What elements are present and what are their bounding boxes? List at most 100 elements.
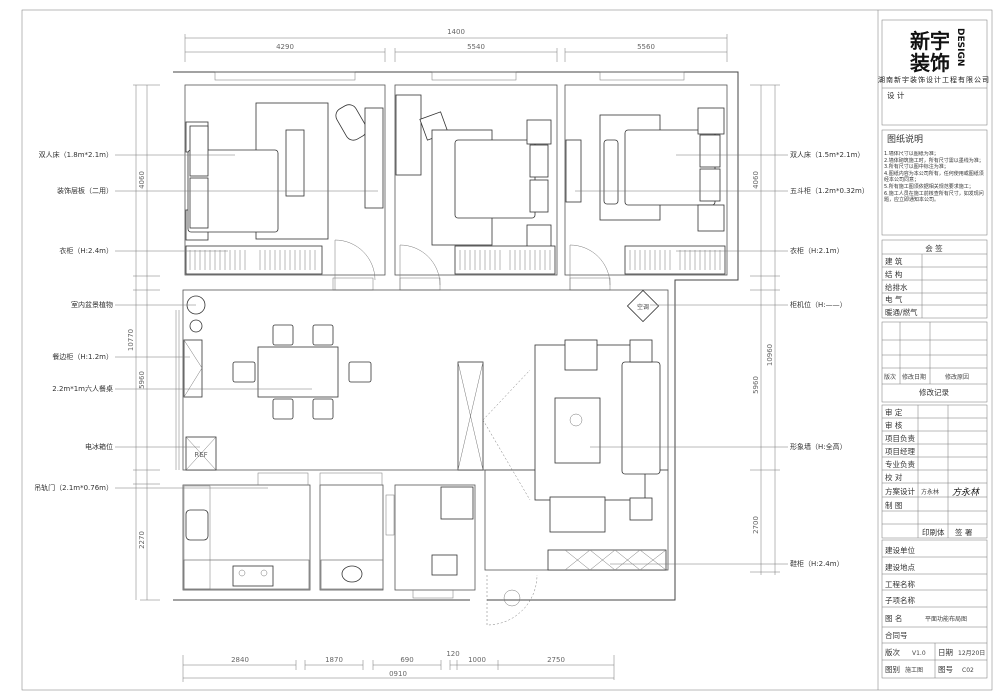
drawing-name: 平面功能布局图 — [925, 615, 967, 623]
revision-header: 修改原因 — [945, 373, 969, 381]
dim-left: 4060 — [138, 171, 146, 189]
labels-right: 双人床（1.5m*2.1m） 五斗柜（1.2m*0.32m） 衣柜（H:2.1m… — [575, 150, 869, 568]
date-value: 12月20日 — [958, 650, 985, 657]
note: 3.所有尺寸以图中标注为准； — [884, 164, 949, 171]
revision-title: 修改记录 — [919, 387, 949, 397]
drawing-name-label: 图 名 — [885, 613, 902, 623]
note: 1.墙体尺寸以图纸为准； — [884, 151, 939, 157]
chair — [232, 361, 256, 383]
bench — [603, 139, 619, 205]
bathroom — [319, 472, 384, 591]
note: 5.所有施工图须依据相关规范要求施工； — [884, 183, 974, 190]
project-row: 子项名称 — [885, 595, 915, 605]
dim-left: 10770 — [127, 329, 135, 351]
living-dining: REF 空调 — [175, 289, 669, 626]
svg-text:新宇: 新宇 — [910, 29, 950, 53]
revision-box — [881, 321, 988, 403]
project-box — [881, 539, 988, 679]
countersign-row: 结 构 — [885, 269, 903, 279]
side-table — [629, 339, 653, 363]
countersign-row: 电 气 — [885, 294, 903, 304]
chest-of-drawers — [565, 139, 582, 203]
double-bed — [454, 139, 536, 219]
bench — [285, 129, 305, 197]
notes-box — [881, 129, 988, 236]
countersign-row: 建 筑 — [885, 256, 903, 266]
pillow — [189, 125, 209, 177]
designer-signature: 方永林 — [952, 487, 980, 498]
version-value: V1.0 — [912, 650, 926, 657]
role-row: 项目负责 — [885, 433, 915, 443]
design-label: 设 计 — [887, 90, 905, 100]
window-3 — [599, 71, 685, 81]
dim-bottom: 2840 — [231, 656, 249, 664]
pillow — [699, 134, 721, 168]
desk — [395, 94, 422, 176]
project-row: 建设单位 — [885, 545, 915, 555]
decor-shelf — [364, 107, 384, 209]
window-2 — [431, 71, 517, 81]
nightstand — [697, 204, 725, 232]
countersign-box — [881, 239, 988, 319]
role-row: 审 核 — [885, 420, 903, 430]
revision-header: 版次 — [884, 373, 896, 381]
label-sideboard: 餐边柜（H:1.2m） — [52, 352, 113, 361]
contract-label: 合同号 — [885, 630, 908, 640]
label-decor-shelf: 装饰层板（二用） — [57, 186, 113, 195]
chair — [312, 398, 334, 420]
sheet-border — [21, 9, 993, 691]
bedroom-1 — [184, 84, 386, 291]
dim-right: 5960 — [752, 376, 760, 394]
sign-label: 签 署 — [955, 527, 973, 537]
dim-bottom-total: 0910 — [389, 670, 407, 678]
dim-top: 4290 — [276, 43, 294, 51]
kitchen — [182, 472, 311, 591]
note: 2.墙体砌筑施工时，所有尺寸需以墨线为准； — [884, 157, 984, 164]
window-1 — [214, 71, 356, 81]
version-label: 版次 — [885, 647, 900, 657]
armchair — [564, 339, 598, 371]
nightstand — [526, 224, 552, 250]
countersign-title: 会 签 — [925, 243, 943, 253]
dim-right: 2700 — [752, 516, 760, 534]
countersign-row: 给排水 — [885, 282, 908, 292]
bedroom-2 — [394, 84, 558, 291]
dim-bottom: 1000 — [468, 656, 486, 664]
chair — [348, 361, 372, 383]
role-row: 制 图 — [885, 500, 902, 510]
dim-top-total: 1400 — [447, 28, 465, 36]
pillow — [189, 177, 209, 229]
wardrobe — [185, 245, 323, 275]
label-sliding-door: 吊轨门（2.1m*0.76m） — [34, 483, 113, 492]
dim-top: 5540 — [467, 43, 485, 51]
project-row: 工程名称 — [885, 579, 915, 589]
dim-bottom: 1870 — [325, 656, 343, 664]
date-label: 日期 — [938, 648, 953, 657]
bedroom-3 — [564, 84, 728, 291]
sideboard — [183, 339, 203, 398]
stove — [232, 565, 274, 587]
dim-right: 4060 — [752, 171, 760, 189]
shoe-cabinet — [547, 549, 667, 571]
note: 6.施工人员在施工前核查所有尺寸，如发现问题，应立即通知本公司。 — [884, 190, 984, 204]
side-table — [629, 497, 653, 521]
category-value: 施工图 — [905, 666, 923, 674]
chair — [312, 324, 334, 346]
dim-top: 5560 — [637, 43, 655, 51]
role-row: 审 定 — [885, 407, 903, 417]
ottoman — [549, 496, 606, 533]
chair — [272, 324, 294, 346]
print-label: 印刷体 — [922, 527, 945, 537]
role-row: 方案设计 — [885, 486, 915, 496]
fridge-label: REF — [194, 451, 207, 459]
roles-box — [881, 404, 988, 539]
nightstand — [526, 119, 552, 145]
label-chest: 五斗柜（1.2m*0.32m） — [790, 186, 869, 195]
revision-header: 修改日期 — [902, 373, 926, 381]
label-double-bed-2: 双人床（1.5m*2.1m） — [790, 150, 864, 159]
label-plant: 室内盆景植物 — [71, 300, 113, 309]
role-row: 项目经理 — [885, 446, 915, 456]
sink — [185, 509, 209, 541]
role-row: 校 对 — [885, 472, 903, 482]
